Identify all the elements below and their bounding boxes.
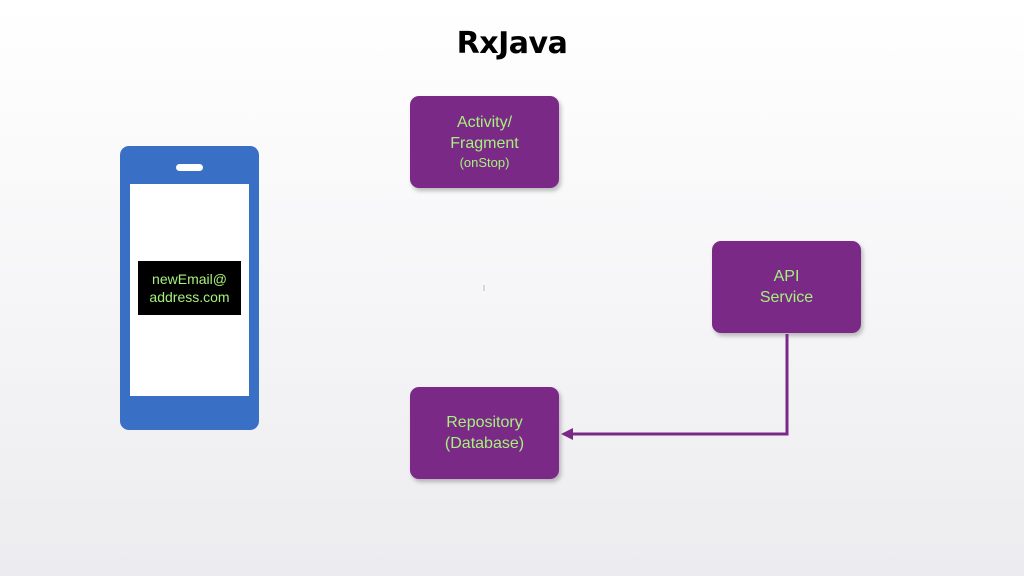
faint-mark — [483, 285, 485, 291]
node-repository: Repository (Database) — [410, 387, 559, 479]
arrowhead-repository — [561, 428, 573, 440]
diagram-title: RxJava — [456, 26, 568, 61]
node-api-line2: Service — [759, 289, 814, 306]
node-activity-line1: Activity/ — [456, 114, 513, 131]
edge-api-to-repository — [572, 334, 789, 436]
node-activity-fragment: Activity/ Fragment (onStop) — [410, 96, 559, 188]
email-text-line2: address.com — [149, 289, 230, 305]
node-api-service: API Service — [712, 241, 861, 333]
node-activity-line3: (onStop) — [459, 155, 510, 170]
node-api-line1: API — [773, 268, 800, 285]
phone-screen: newEmail@ address.com — [130, 184, 249, 396]
phone-illustration: newEmail@ address.com — [120, 146, 259, 430]
node-activity-line2: Fragment — [450, 135, 519, 152]
email-display: newEmail@ address.com — [138, 261, 241, 315]
node-repo-line2: (Database) — [444, 435, 525, 452]
node-repo-line1: Repository — [446, 414, 523, 431]
email-text-line1: newEmail@ — [152, 271, 227, 287]
phone-speaker-icon — [176, 164, 203, 171]
